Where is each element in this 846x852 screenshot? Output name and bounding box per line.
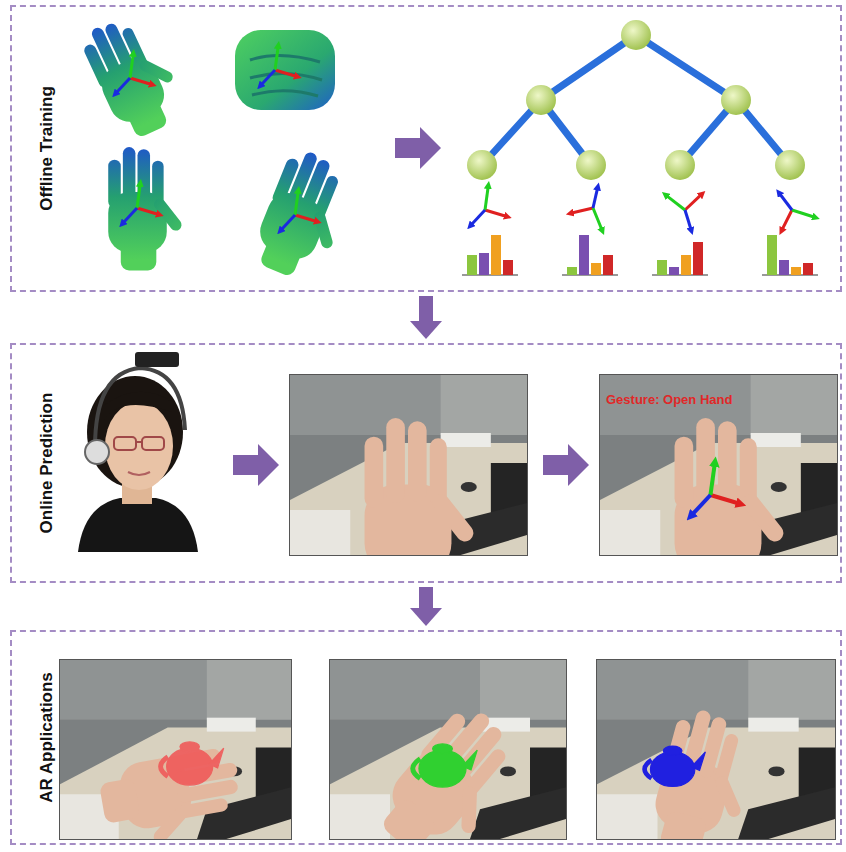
stage-label: Offline Training — [36, 7, 58, 290]
hand-render — [247, 145, 363, 288]
stage-panel: AR Applications — [10, 630, 842, 845]
stage-label: AR Applications — [36, 632, 58, 843]
user-figure — [78, 352, 198, 552]
ar-photo — [597, 660, 835, 852]
fist-render — [235, 30, 335, 110]
ar-photo — [60, 660, 291, 852]
flow-arrow — [233, 444, 279, 486]
flow-arrow — [419, 296, 433, 323]
camera-photo — [290, 375, 527, 600]
leaf-axes — [472, 182, 816, 237]
histogram — [462, 235, 818, 275]
stage-label: Online Prediction — [36, 345, 58, 581]
hand-render — [77, 6, 192, 144]
ar-photo — [330, 660, 566, 852]
prediction-photo — [600, 375, 837, 600]
tree-node — [467, 20, 805, 180]
flow-arrow — [419, 587, 433, 610]
hand-render — [108, 147, 184, 270]
flow-arrow — [543, 444, 589, 486]
flow-arrow — [395, 127, 441, 169]
stage-panel: Offline Training — [10, 5, 842, 292]
gesture-label: Gesture: Open Hand — [606, 392, 732, 407]
decision-tree — [482, 35, 790, 165]
stage-panel: Online Prediction — [10, 343, 842, 583]
